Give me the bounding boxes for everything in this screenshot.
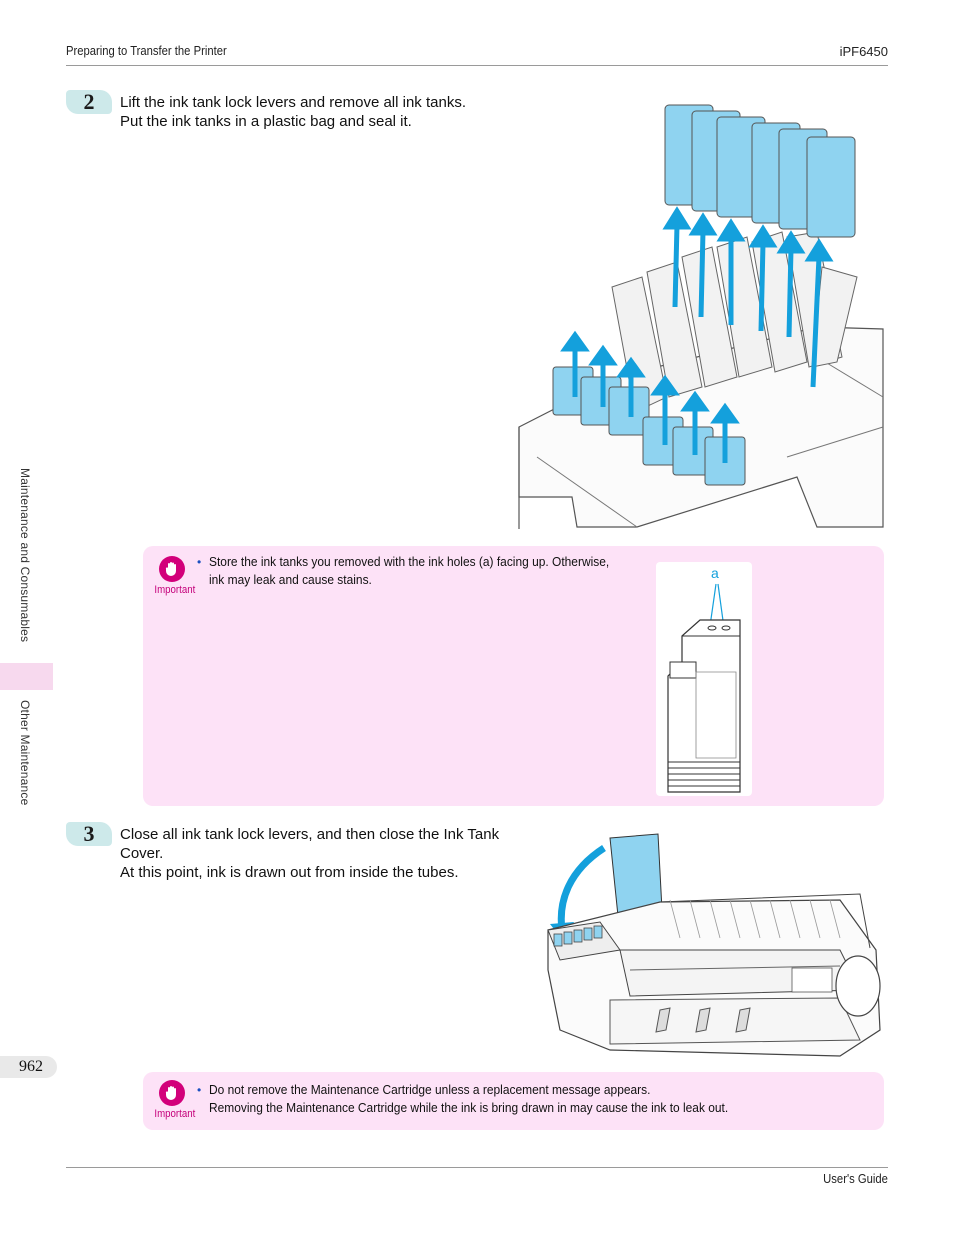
- note-text-line: Store the ink tanks you removed with the…: [209, 554, 610, 569]
- page-number: 962: [0, 1056, 57, 1078]
- step-text-line: Lift the ink tank lock levers and remove…: [120, 94, 466, 111]
- important-note-text: Store the ink tanks you removed with the…: [209, 553, 641, 589]
- important-note-ink-storage: [143, 546, 884, 806]
- footer-divider: [66, 1167, 888, 1168]
- step-2-instructions: Lift the ink tank lock levers and remove…: [120, 93, 466, 131]
- step-number-badge: 2: [66, 89, 112, 114]
- step-text-line: Close all ink tank lock levers, and then…: [120, 826, 500, 843]
- header-divider: [66, 65, 888, 66]
- bullet-icon: •: [197, 555, 202, 569]
- close-ink-tank-cover-illustration: [547, 833, 881, 1057]
- sidebar-subsection-label[interactable]: Other Maintenance: [18, 700, 32, 806]
- note-text-line: Removing the Maintenance Cartridge while…: [209, 1100, 729, 1115]
- step-text-line: Put the ink tanks in a plastic bag and s…: [120, 113, 412, 130]
- note-text-line: Do not remove the Maintenance Cartridge …: [209, 1082, 651, 1097]
- important-label: Important: [154, 1108, 196, 1120]
- sidebar-chapter-label[interactable]: Maintenance and Consumables: [18, 468, 32, 643]
- bullet-icon: •: [197, 1083, 202, 1097]
- step-number-badge: 3: [66, 821, 112, 846]
- important-note-text: Do not remove the Maintenance Cartridge …: [209, 1081, 816, 1117]
- hand-stop-icon: [159, 1080, 185, 1106]
- ink-tank-upright-icon: [667, 583, 741, 793]
- important-label: Important: [154, 584, 196, 596]
- step-text-line: Cover.: [120, 845, 164, 862]
- important-icon-group: Important: [152, 1080, 196, 1120]
- important-icon-group: Important: [152, 556, 196, 596]
- footer-guide-name: User's Guide: [823, 1172, 888, 1186]
- header-model-name: iPF6450: [839, 44, 888, 59]
- hand-stop-icon: [159, 556, 185, 582]
- step-text-line: At this point, ink is drawn out from ins…: [120, 864, 459, 881]
- important-note-maintenance-cartridge: [143, 1072, 884, 1130]
- sidebar-active-tab: [0, 663, 53, 690]
- note-text-line: ink may leak and cause stains.: [209, 572, 372, 587]
- ink-tanks-removal-illustration: [518, 104, 884, 529]
- header-section-title: Preparing to Transfer the Printer: [66, 44, 227, 58]
- ink-hole-callout-label: a: [711, 565, 719, 581]
- step-3-instructions: Close all ink tank lock levers, and then…: [120, 825, 499, 882]
